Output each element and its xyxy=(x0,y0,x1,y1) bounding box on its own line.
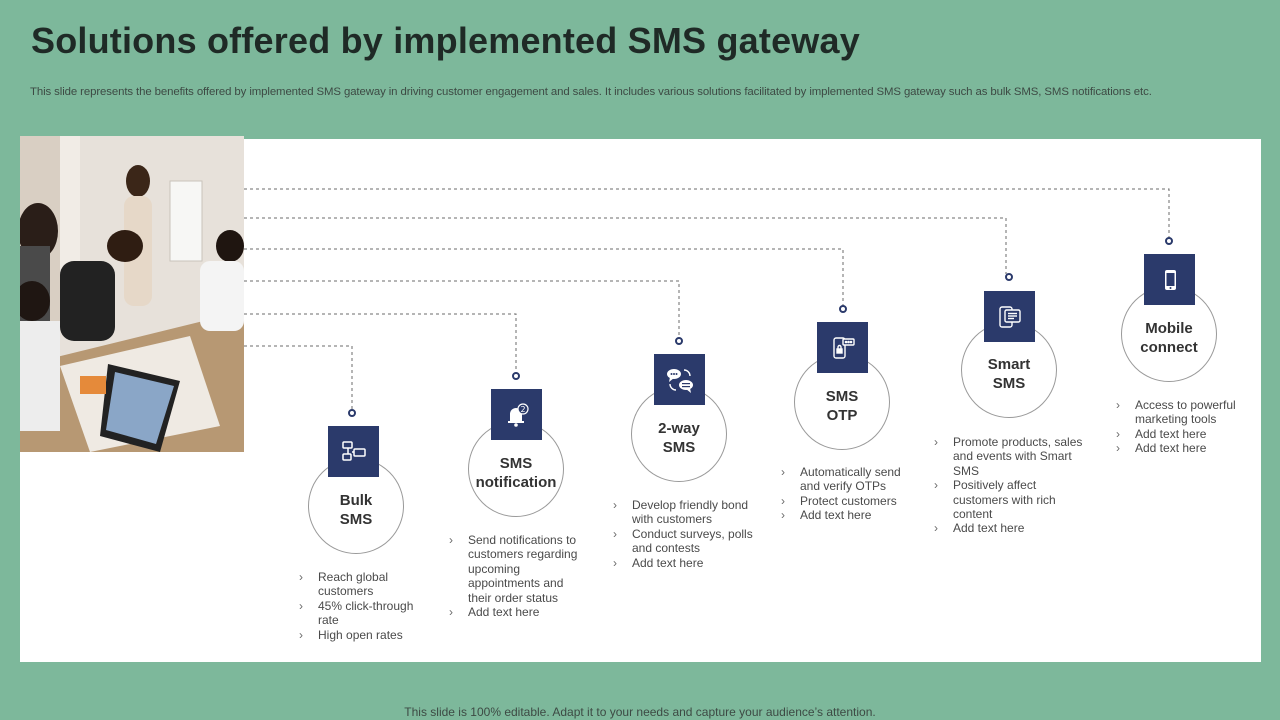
solution-label: SMS xyxy=(339,511,373,528)
list-item: Conduct surveys, polls and contests xyxy=(613,527,753,556)
connector-dot xyxy=(348,409,356,417)
solution-label: SMS xyxy=(992,375,1026,392)
list-item: Protect customers xyxy=(781,494,921,509)
list-item: Add text here xyxy=(934,521,1094,536)
list-item: Promote products, sales and events with … xyxy=(934,435,1094,478)
list-item: Add text here xyxy=(781,508,921,523)
list-item: Automatically send and verify OTPs xyxy=(781,465,921,494)
solution-label: OTP xyxy=(826,407,858,424)
smart-sms-points: Promote products, sales and events with … xyxy=(934,435,1094,536)
connector-dot xyxy=(1165,237,1173,245)
list-item: Add text here xyxy=(1116,441,1246,456)
svg-text:2: 2 xyxy=(520,405,525,414)
list-item: 45% click-through rate xyxy=(299,599,424,628)
connector-dot xyxy=(675,337,683,345)
solution-label: SMS xyxy=(662,439,696,456)
connector-dot xyxy=(839,305,847,313)
solution-label: notification xyxy=(475,474,557,491)
solution-label: SMS xyxy=(499,455,533,472)
connector-sms-notification xyxy=(244,313,517,373)
solution-label: Smart xyxy=(987,356,1031,373)
list-item: Add text here xyxy=(1116,427,1246,442)
slide-footer: This slide is 100% editable. Adapt it to… xyxy=(404,705,876,719)
otp-phone-icon xyxy=(817,322,868,373)
chat-icon xyxy=(328,426,379,477)
connector-mobile-connect xyxy=(244,188,1170,238)
team-meeting-photo xyxy=(20,136,244,452)
sms-notification-points: Send notifications to customers regardin… xyxy=(449,533,589,620)
mobile-icon xyxy=(1144,254,1195,305)
solution-label: Mobile xyxy=(1145,320,1193,337)
solution-label: connect xyxy=(1140,339,1198,356)
2-way-sms-points: Develop friendly bond with customers Con… xyxy=(613,498,753,570)
connector-2-way-sms xyxy=(244,280,680,338)
connector-smart-sms xyxy=(244,217,1007,274)
list-item: High open rates xyxy=(299,628,424,643)
smart-message-icon xyxy=(984,291,1035,342)
sms-otp-points: Automatically send and verify OTPs Prote… xyxy=(781,465,921,523)
solution-label: Bulk xyxy=(339,492,373,509)
mobile-connect-points: Access to powerful marketing tools Add t… xyxy=(1116,398,1246,456)
connector-dot xyxy=(512,372,520,380)
solution-label: 2-way xyxy=(658,420,700,437)
two-way-chat-icon xyxy=(654,354,705,405)
list-item: Add text here xyxy=(449,605,589,620)
notification-icon: 2 xyxy=(491,389,542,440)
list-item: Access to powerful marketing tools xyxy=(1116,398,1246,427)
connector-sms-otp xyxy=(244,248,844,306)
list-item: Positively affect customers with rich co… xyxy=(934,478,1094,521)
solution-label: SMS xyxy=(825,388,859,405)
slide-title: Solutions offered by implemented SMS gat… xyxy=(31,20,860,61)
list-item: Develop friendly bond with customers xyxy=(613,498,753,527)
list-item: Reach global customers xyxy=(299,570,424,599)
list-item: Add text here xyxy=(613,556,753,571)
list-item: Send notifications to customers regardin… xyxy=(449,533,589,605)
connector-dot xyxy=(1005,273,1013,281)
slide-subtitle: This slide represents the benefits offer… xyxy=(30,86,1152,98)
connector-bulk-sms xyxy=(244,345,353,410)
bulk-sms-points: Reach global customers 45% click-through… xyxy=(299,570,424,642)
